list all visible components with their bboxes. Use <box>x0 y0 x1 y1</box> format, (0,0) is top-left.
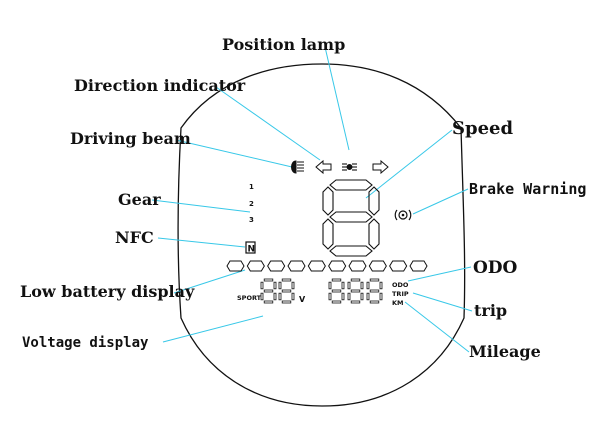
leader-position-lamp <box>324 46 350 151</box>
digit-segment <box>347 292 351 301</box>
label-driving-beam: Driving beam <box>70 129 191 148</box>
digit-segment <box>379 292 383 301</box>
digit-segment <box>281 289 292 293</box>
leader-speed <box>365 129 453 199</box>
digit-segment <box>281 300 292 304</box>
right-arrow-icon <box>372 159 389 175</box>
position-lamp-icon <box>342 163 357 171</box>
battery-segment <box>348 260 367 272</box>
driving-beam-icon <box>291 160 304 174</box>
digit-segment <box>263 300 274 304</box>
leader-gear <box>151 199 251 213</box>
digit-segment <box>278 281 282 290</box>
digit-segment <box>341 292 345 301</box>
digit-segment <box>331 289 342 293</box>
digit-segment <box>273 292 277 301</box>
battery-segment <box>246 260 265 272</box>
odometer-digits <box>328 278 383 304</box>
digit-segment <box>366 281 370 290</box>
label-voltage: Voltage display <box>22 335 149 351</box>
battery-segment <box>389 260 408 272</box>
nfc-symbol: N <box>248 245 256 255</box>
label-brake-warning: Brake Warning <box>469 180 586 198</box>
digit-segment <box>379 281 383 290</box>
digit-segment <box>263 289 274 293</box>
label-gear: Gear <box>118 190 161 209</box>
leader-voltage <box>162 315 264 343</box>
leader-direction-indicator <box>215 86 321 161</box>
km-indicator: KM <box>392 299 404 307</box>
label-position-lamp: Position lamp <box>222 35 345 54</box>
digit-segment <box>369 300 380 304</box>
digit-segment <box>360 281 364 290</box>
digit-segment <box>331 300 342 304</box>
label-speed: Speed <box>452 118 513 139</box>
digit-segment <box>281 278 292 282</box>
gear-3: 3 <box>249 216 254 224</box>
nfc-icon: N <box>245 241 256 255</box>
label-low-battery: Low battery display <box>20 282 195 301</box>
leader-mileage <box>404 301 470 353</box>
digit-segment <box>278 292 282 301</box>
leader-brake-warning <box>412 188 469 215</box>
digit-segment <box>347 281 351 290</box>
battery-segment <box>307 260 326 272</box>
label-nfc: NFC <box>115 228 154 247</box>
leader-low-battery <box>173 269 246 294</box>
digit-segment <box>328 281 332 290</box>
digit-segment <box>350 289 361 293</box>
battery-bar <box>226 260 428 272</box>
digit-segment <box>291 281 295 290</box>
leader-trip <box>412 292 473 312</box>
digit-segment <box>360 292 364 301</box>
battery-segment <box>409 260 428 272</box>
leader-lines <box>151 46 473 353</box>
leader-nfc <box>157 237 246 248</box>
battery-segment <box>328 260 347 272</box>
digit-segment <box>260 281 264 290</box>
digit-segment <box>291 292 295 301</box>
digit-segment <box>260 292 264 301</box>
battery-segment <box>287 260 306 272</box>
label-trip: trip <box>474 301 507 320</box>
trip-indicator: TRIP <box>392 290 409 298</box>
gear-2: 2 <box>249 200 254 208</box>
odo-indicator: ODO <box>392 281 409 289</box>
digit-segment <box>350 278 361 282</box>
digit-segment <box>273 281 277 290</box>
digit-segment <box>263 278 274 282</box>
gear-1: 1 <box>249 183 254 191</box>
digit-segment <box>366 292 370 301</box>
leader-driving-beam <box>175 139 293 168</box>
left-arrow-icon <box>315 159 332 175</box>
battery-segment <box>226 260 245 272</box>
digit-segment <box>328 292 332 301</box>
digit-segment <box>341 281 345 290</box>
label-mileage: Mileage <box>469 342 541 361</box>
battery-segment <box>267 260 286 272</box>
digit-segment <box>350 300 361 304</box>
brake-warning-icon <box>394 209 412 221</box>
speed-digit <box>322 179 380 257</box>
label-direction-indicator: Direction indicator <box>74 76 246 95</box>
digit-segment <box>331 278 342 282</box>
battery-segment <box>368 260 387 272</box>
digit-segment <box>369 278 380 282</box>
label-odo: ODO <box>473 258 518 278</box>
sport-text: SPORT <box>237 294 262 302</box>
display-outline <box>177 63 466 407</box>
leader-odo <box>407 266 472 282</box>
voltage-digits <box>260 278 295 304</box>
digit-segment <box>369 289 380 293</box>
volt-unit: V <box>299 295 306 304</box>
